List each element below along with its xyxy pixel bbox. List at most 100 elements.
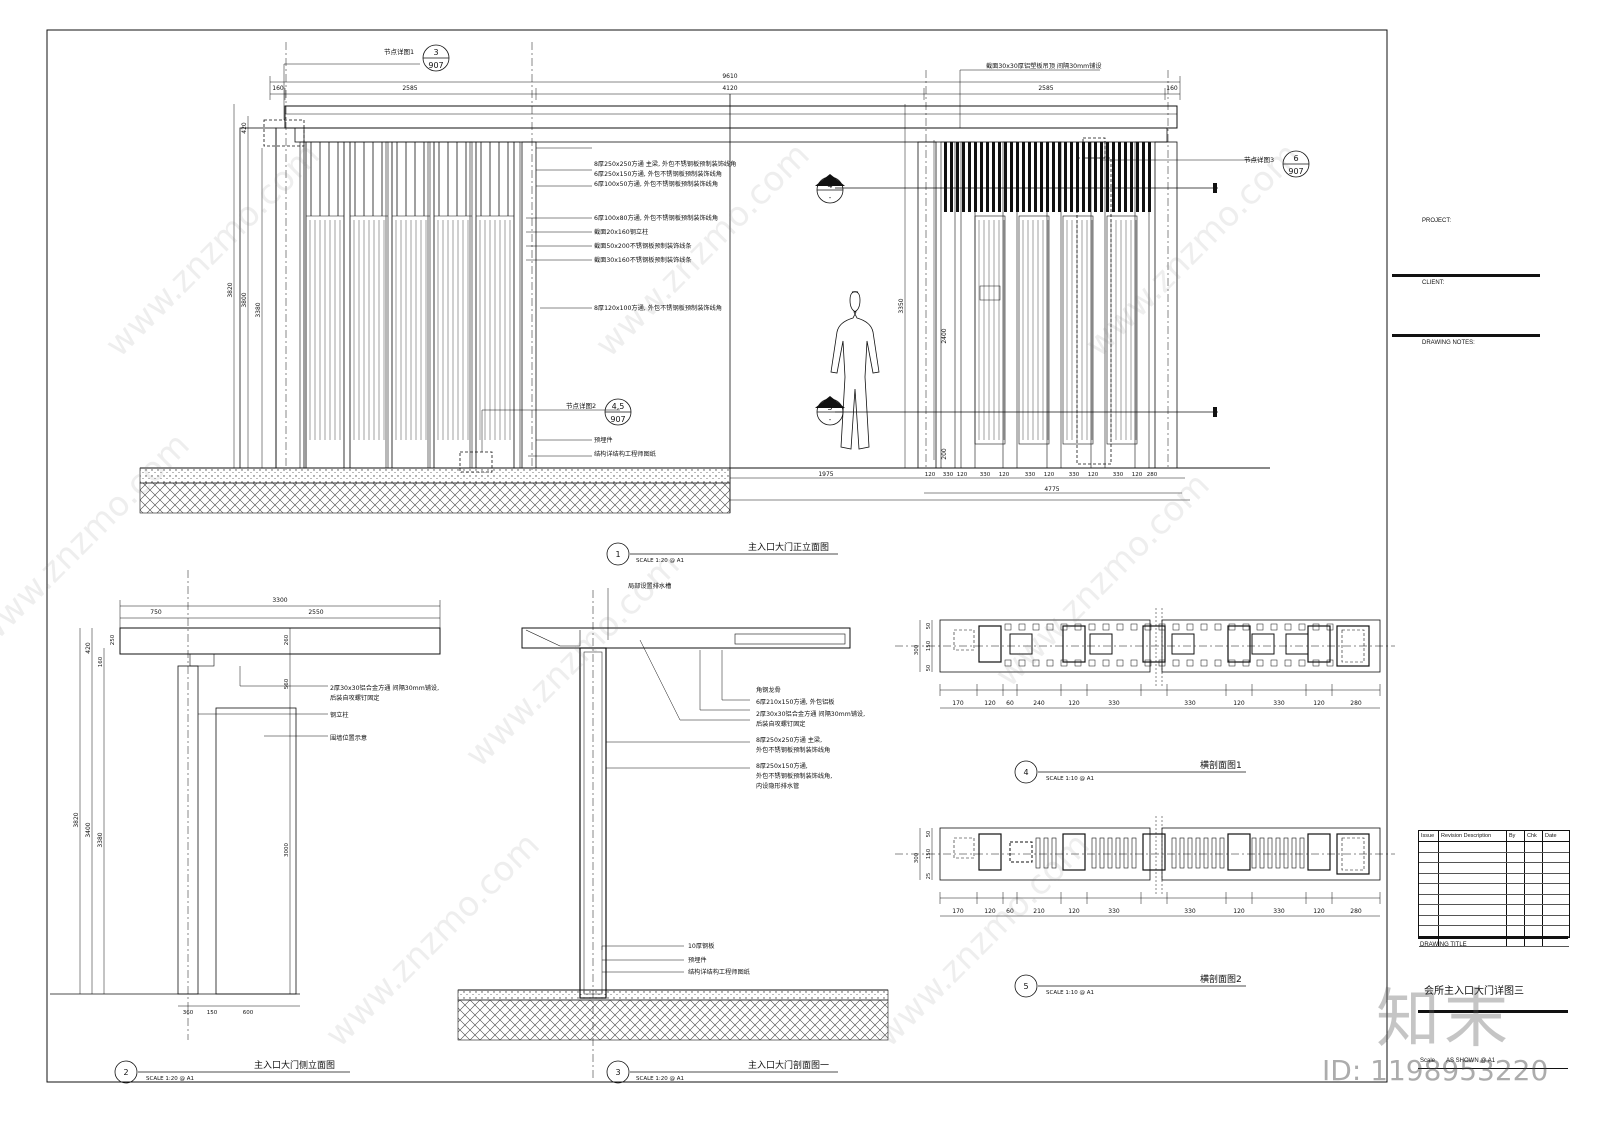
annotation-text: 外包不锈钢板预制装饰线角, (756, 772, 832, 780)
dim-text: 160 (272, 85, 284, 92)
dim-text: 3350 (898, 298, 905, 313)
dim-text: 120 (1088, 472, 1099, 478)
view-number: 3 (615, 1068, 620, 1077)
dim-text: 3820 (227, 282, 234, 297)
sheet-title-rule (1418, 1010, 1568, 1013)
dim-text: 2585 (1038, 85, 1053, 92)
annotation-text: 2厚30x30铝合金方通 间隔30mm铺设, (756, 710, 865, 718)
callout-label: 节点详图3 (1244, 155, 1274, 164)
dim-text: 120 (999, 472, 1010, 478)
annotation-text: 截面30x30厚铝塑板吊顶 间隔30mm铺设 (986, 62, 1102, 70)
sheet-title: 会所主入口大门详图三 (1424, 986, 1524, 997)
view-title: 主入口大门侧立面图 (254, 1059, 335, 1071)
dim-text: 120 (1233, 700, 1245, 707)
right-post (917, 141, 937, 469)
ground-gravel (139, 482, 731, 514)
dim-text: 25 (926, 873, 932, 879)
view3-section (457, 588, 889, 1080)
annotation-text: 局部设置排水槽 (628, 582, 671, 590)
view-number: 2 (123, 1068, 128, 1077)
dim-text: 4120 (722, 85, 737, 92)
dim-text: 360 (183, 1010, 194, 1016)
dim-text: 420 (85, 642, 92, 654)
annotation-text: 后装自攻螺钉固定 (756, 720, 806, 728)
dim-text: 250 (110, 634, 116, 645)
section-mark-sub: - (829, 194, 832, 202)
dim-text: 170 (952, 700, 964, 707)
view-scale: SCALE 1:20 @ A1 (636, 1076, 684, 1082)
view-scale: SCALE 1:10 @ A1 (1046, 990, 1094, 996)
section-mark-sub: - (829, 416, 832, 424)
dim-text: 60 (1006, 700, 1014, 707)
dim-text: 60 (1006, 908, 1014, 915)
callout-sheet: 907 (1288, 167, 1303, 176)
annotation-text: 内设隐形排水管 (756, 782, 799, 790)
dim-text: 600 (243, 1010, 254, 1016)
revision-header-cell: Date (1545, 833, 1557, 839)
revision-row (1419, 926, 1569, 937)
dim-text: 300 (914, 852, 920, 863)
dim-text: 280 (1350, 700, 1362, 707)
section-beam (521, 627, 851, 649)
annotation-text: 8厚120x100方通, 外包不锈钢板预制装饰线角 (594, 304, 722, 312)
section-mark-number: 4 (827, 181, 832, 190)
dim-text: 120 (1313, 700, 1325, 707)
dim-text: 200 (941, 448, 948, 460)
drawing-notes-label: DRAWING NOTES: (1422, 340, 1475, 346)
callout-label: 节点详图1 (384, 47, 414, 56)
dim-text: 150 (926, 640, 932, 651)
client-label: CLIENT: (1422, 280, 1445, 286)
louver-panel (1018, 215, 1050, 445)
section-mark-number: 5 (827, 403, 832, 412)
dim-text: 750 (150, 609, 162, 616)
revision-header-cell: Issue (1419, 831, 1439, 841)
annotation-text: 6厚210x150方通, 外包铝板 (756, 698, 834, 706)
dim-text: 2585 (402, 85, 417, 92)
dim-text: 50 (926, 831, 932, 837)
view-title-marks (114, 44, 1310, 1084)
dim-text: 120 (984, 700, 996, 707)
dim-text: 3000 (284, 843, 290, 857)
louver-panel (974, 215, 1006, 445)
revision-row (1419, 842, 1569, 853)
scale-rule (1418, 1068, 1568, 1069)
view-number: 1 (615, 550, 620, 559)
dim-text: 330 (1108, 700, 1120, 707)
revision-row (1419, 863, 1569, 874)
dim-text: 4775 (1044, 486, 1059, 493)
dim-text: 160 (98, 656, 104, 667)
revision-row (1419, 884, 1569, 895)
dim-text: 330 (1184, 700, 1196, 707)
revision-row (1419, 873, 1569, 884)
annotation-text: 围墙位置示意 (330, 734, 367, 742)
view-title: 主入口大门正立面图 (748, 541, 829, 553)
revision-header-cell: By (1507, 831, 1525, 841)
dim-text: 160 (1166, 85, 1178, 92)
dim-text: 120 (1313, 908, 1325, 915)
dim-text: 150 (926, 848, 932, 859)
dim-text: 120 (1233, 908, 1245, 915)
view5-plan-section (895, 816, 1395, 917)
dim-text: 260 (284, 634, 290, 645)
dim-text: 120 (925, 472, 936, 478)
dim-text: 50 (926, 623, 932, 629)
dim-text: 1975 (818, 471, 833, 478)
dim-text: 330 (1113, 472, 1124, 478)
view4-plan-section (895, 608, 1395, 709)
annotation-text: 2厚30x30铝合金方通 间隔30mm铺设, (330, 684, 439, 692)
dim-text: 330 (943, 472, 954, 478)
dim-text: 120 (1132, 472, 1143, 478)
dim-text: 9610 (722, 73, 737, 80)
view-scale: SCALE 1:20 @ A1 (146, 1076, 194, 1082)
callout-number: 3 (433, 48, 438, 57)
project-label: PROJECT: (1422, 218, 1452, 224)
revision-row (1419, 852, 1569, 863)
callout-sheet: 907 (610, 415, 625, 424)
watermark-brand: 知末 (1376, 983, 1512, 1057)
annotation-text: 8厚250x150方通, (756, 762, 808, 770)
dim-text: 120 (1068, 908, 1080, 915)
view-scale: SCALE 1:10 @ A1 (1046, 776, 1094, 782)
dim-text: 120 (1044, 472, 1055, 478)
right-louver-panels (940, 141, 1150, 469)
